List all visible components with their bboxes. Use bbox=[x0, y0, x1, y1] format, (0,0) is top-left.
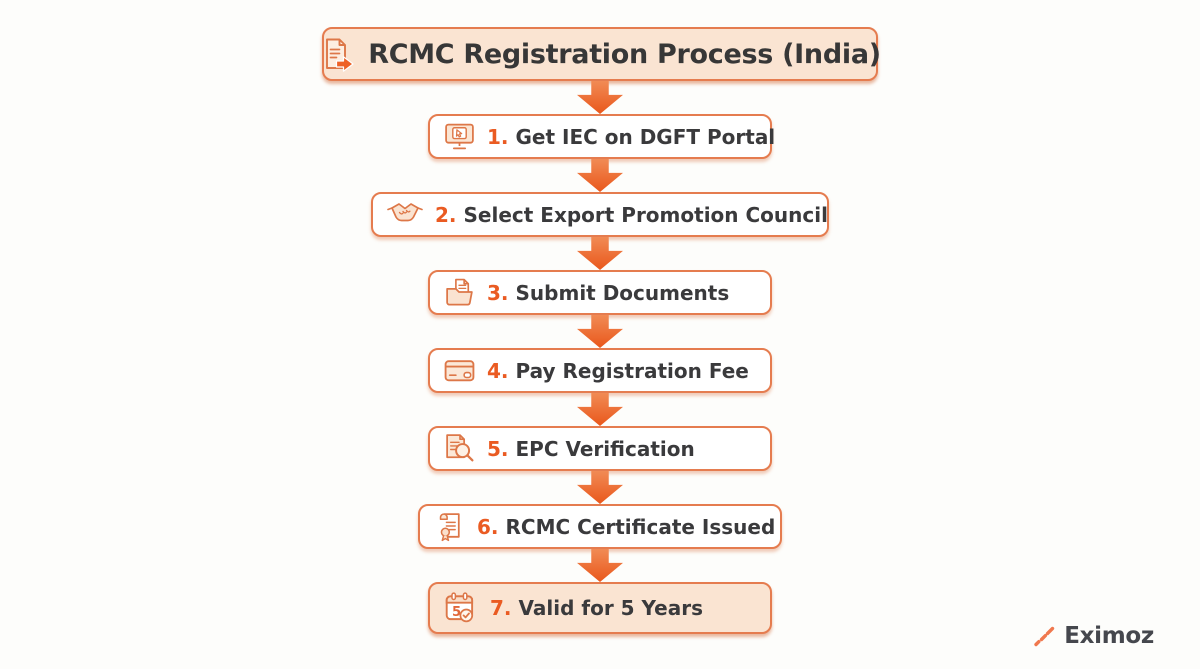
brand-name: Eximoz bbox=[1064, 623, 1154, 649]
flow-arrow-down-icon bbox=[577, 471, 623, 504]
step-box-5: 5. EPC Verification bbox=[428, 426, 772, 471]
step-number: 7. bbox=[490, 596, 512, 620]
calendar-day-number: 5 bbox=[452, 605, 461, 620]
step-number: 4. bbox=[487, 358, 509, 383]
step-number: 2. bbox=[435, 202, 457, 227]
flow-arrow-down-icon bbox=[577, 393, 623, 426]
eximoz-logo-icon bbox=[1031, 623, 1057, 649]
credit-card-icon bbox=[443, 354, 476, 387]
step-box-4: 4. Pay Registration Fee bbox=[428, 348, 772, 393]
flow-arrow-down-icon bbox=[577, 81, 623, 114]
step-number: 1. bbox=[487, 124, 509, 149]
document-search-icon bbox=[443, 432, 476, 465]
flow-arrow-down-icon bbox=[577, 237, 623, 270]
flow-arrow-down-icon bbox=[577, 549, 623, 582]
step-label: EPC Verification bbox=[515, 436, 695, 461]
step-number: 5. bbox=[487, 436, 509, 461]
step-box-1: 1. Get IEC on DGFT Portal bbox=[428, 114, 775, 159]
step-label: Pay Registration Fee bbox=[515, 358, 749, 383]
brand-logo: Eximoz bbox=[1031, 623, 1154, 649]
step-label: Select Export Promotion Council bbox=[463, 202, 828, 227]
calendar-check-icon: 5 bbox=[443, 590, 479, 626]
step-box-7: 5 7. Valid for 5 Years bbox=[428, 582, 772, 634]
process-flowchart: RCMC Registration Process (India) 1. Get… bbox=[0, 27, 1200, 634]
certificate-scroll-icon bbox=[433, 510, 466, 543]
step-number: 6. bbox=[477, 514, 499, 539]
document-export-icon bbox=[319, 36, 355, 72]
page-title: RCMC Registration Process (India) bbox=[368, 38, 881, 70]
step-box-3: 3. Submit Documents bbox=[428, 270, 772, 315]
step-label: Submit Documents bbox=[515, 280, 730, 305]
step-label: Get IEC on DGFT Portal bbox=[515, 124, 776, 149]
flow-arrow-down-icon bbox=[577, 159, 623, 192]
step-label: RCMC Certificate Issued bbox=[505, 514, 776, 539]
folder-document-icon bbox=[443, 276, 476, 309]
flow-arrow-down-icon bbox=[577, 315, 623, 348]
monitor-cursor-icon bbox=[443, 120, 476, 153]
step-number: 3. bbox=[487, 280, 509, 305]
handshake-icon bbox=[386, 200, 424, 230]
step-label: Valid for 5 Years bbox=[518, 596, 704, 620]
step-box-6: 6. RCMC Certificate Issued bbox=[418, 504, 782, 549]
step-box-2: 2. Select Export Promotion Council bbox=[371, 192, 829, 237]
title-box: RCMC Registration Process (India) bbox=[319, 27, 881, 81]
